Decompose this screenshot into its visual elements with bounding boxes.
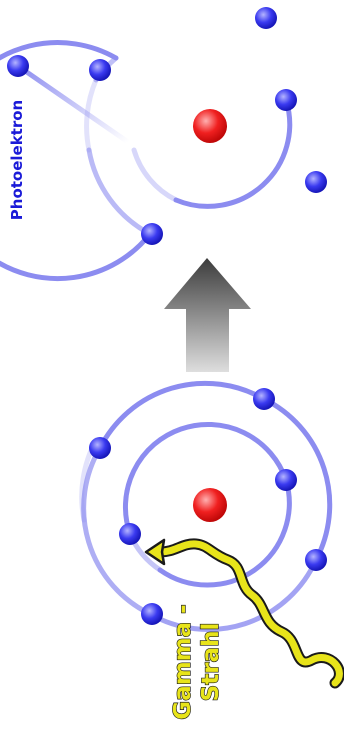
atom-ionized: [0, 7, 327, 282]
atom-ground-state: [79, 380, 333, 632]
electron-icon: [275, 89, 297, 111]
gamma-label-line1: Gamma -: [170, 604, 196, 719]
photoelectron-trail: [15, 63, 131, 145]
electron-icon: [305, 171, 327, 193]
up-arrow-icon: [164, 258, 251, 372]
nucleus-icon: [193, 488, 227, 522]
photoelectron-icon: [7, 55, 29, 77]
electron-icon: [275, 469, 297, 491]
photoelectron-label: Photoelektron: [8, 100, 26, 220]
electron-icon: [255, 7, 277, 29]
electron-icon: [89, 59, 111, 81]
inner-orbit: [131, 97, 293, 209]
gamma-label-line2: Strahl: [198, 623, 224, 702]
electron-icon: [89, 437, 111, 459]
electron-icon: [253, 388, 275, 410]
electron-icon: [305, 549, 327, 571]
nucleus-icon: [193, 109, 227, 143]
gamma-ray-label: Gamma - Strahl: [169, 604, 224, 721]
electron-icon: [141, 223, 163, 245]
wavy-arrow-icon: [144, 538, 344, 689]
electron-icon: [119, 523, 141, 545]
electron-icon: [141, 603, 163, 625]
